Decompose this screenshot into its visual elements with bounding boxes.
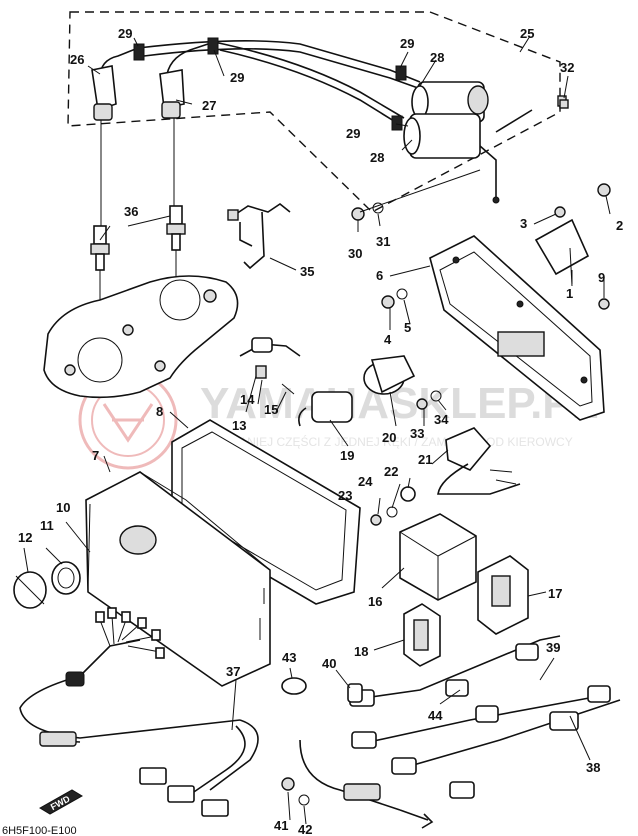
- part-label: 8: [156, 404, 163, 419]
- part-label: 2: [616, 218, 623, 233]
- high-tension-cords: [137, 40, 421, 127]
- part-label: 16: [368, 594, 382, 609]
- battery-cable-bottom: [391, 699, 621, 799]
- part-label: 40: [322, 656, 336, 671]
- part-label: 19: [340, 448, 354, 463]
- part-label: 28: [430, 50, 444, 65]
- electrical-cover: [85, 471, 271, 687]
- part-label: 36: [124, 204, 138, 219]
- part-label: 39: [546, 640, 560, 655]
- ignition-coil-upper: [411, 81, 489, 123]
- part-label: 29: [230, 70, 244, 85]
- ignition-coil-group-box: [67, 11, 561, 213]
- wire-bracket: [227, 203, 291, 270]
- part-label: 41: [274, 818, 288, 833]
- part-label: 5: [404, 320, 411, 335]
- part-label: 34: [434, 412, 449, 427]
- part-label: 38: [586, 760, 600, 775]
- part-label: 31: [376, 234, 390, 249]
- part-label: 17: [548, 586, 562, 601]
- bullet-connectors: [95, 607, 165, 659]
- wire-lead: [39, 719, 259, 817]
- part-label: 20: [382, 430, 396, 445]
- part-label: 10: [56, 500, 70, 515]
- part-label: 1: [566, 286, 573, 301]
- leader-lines: [23, 35, 611, 825]
- rectifier-unit: [363, 355, 416, 395]
- grommet-cap: [13, 571, 47, 609]
- part-label: 27: [202, 98, 216, 113]
- part-label: 26: [70, 52, 84, 67]
- part-label: 23: [338, 488, 352, 503]
- thermoswitch-assembly: [239, 337, 301, 395]
- part-label: 12: [18, 530, 32, 545]
- part-label: 29: [346, 126, 360, 141]
- part-label: 7: [92, 448, 99, 463]
- part-label: 37: [226, 664, 240, 679]
- spark-plug-right: [166, 205, 186, 251]
- part-label: 11: [40, 518, 54, 533]
- part-label: 33: [410, 426, 424, 441]
- connector-40: [347, 683, 363, 703]
- connector-holder: [477, 555, 529, 635]
- battery-cable-upper: [349, 635, 561, 707]
- cdi-unit: [399, 513, 477, 601]
- cylinder-head: [43, 275, 239, 399]
- part-label: 15: [264, 402, 278, 417]
- starter-relay: [298, 391, 353, 427]
- diagram-code: 6H5F100-E100: [2, 825, 77, 836]
- part-label: 29: [400, 36, 414, 51]
- forward-direction-badge: FWD: [39, 789, 83, 815]
- part-label: 18: [354, 644, 368, 659]
- part-label: 22: [384, 464, 398, 479]
- part-label: 30: [348, 246, 362, 261]
- part-label: 43: [282, 650, 296, 665]
- spark-plug-left: [90, 225, 110, 271]
- part-label: 24: [358, 474, 373, 489]
- part-label: 9: [598, 270, 605, 285]
- part-label: 32: [560, 60, 574, 75]
- ignition-coil-lower: [403, 113, 500, 204]
- part-label: 14: [240, 392, 255, 407]
- spark-plug-cap-left: [91, 47, 139, 121]
- positive-lead: [299, 739, 434, 829]
- part-label: 13: [232, 418, 246, 433]
- spark-plug-cap-right: [159, 41, 215, 119]
- grommet-ring: [51, 561, 81, 595]
- electrical-bracket-plate: [429, 235, 605, 421]
- part-labels: 25 29 26 29 27 29 28 32 29 28 36 30 31 3…: [18, 26, 623, 836]
- battery-cable-lower: [351, 685, 611, 749]
- part-label: 25: [520, 26, 534, 41]
- part-label: 35: [300, 264, 314, 279]
- part-label: 44: [428, 708, 443, 723]
- part-label: 4: [384, 332, 392, 347]
- coil-bracket: [495, 95, 567, 133]
- fuse-holder: [403, 603, 441, 667]
- mounting-bracket: [534, 218, 590, 287]
- clamp-43: [281, 677, 307, 695]
- part-label: 21: [418, 452, 432, 467]
- part-label: 28: [370, 150, 384, 165]
- part-label: 42: [298, 822, 312, 836]
- part-label: 29: [118, 26, 132, 41]
- part-label: 3: [520, 216, 527, 231]
- clamp-22: [400, 486, 416, 502]
- hardware-bolts: [281, 99, 611, 806]
- part-label: 6: [376, 268, 383, 283]
- pulser-coil: [437, 427, 521, 495]
